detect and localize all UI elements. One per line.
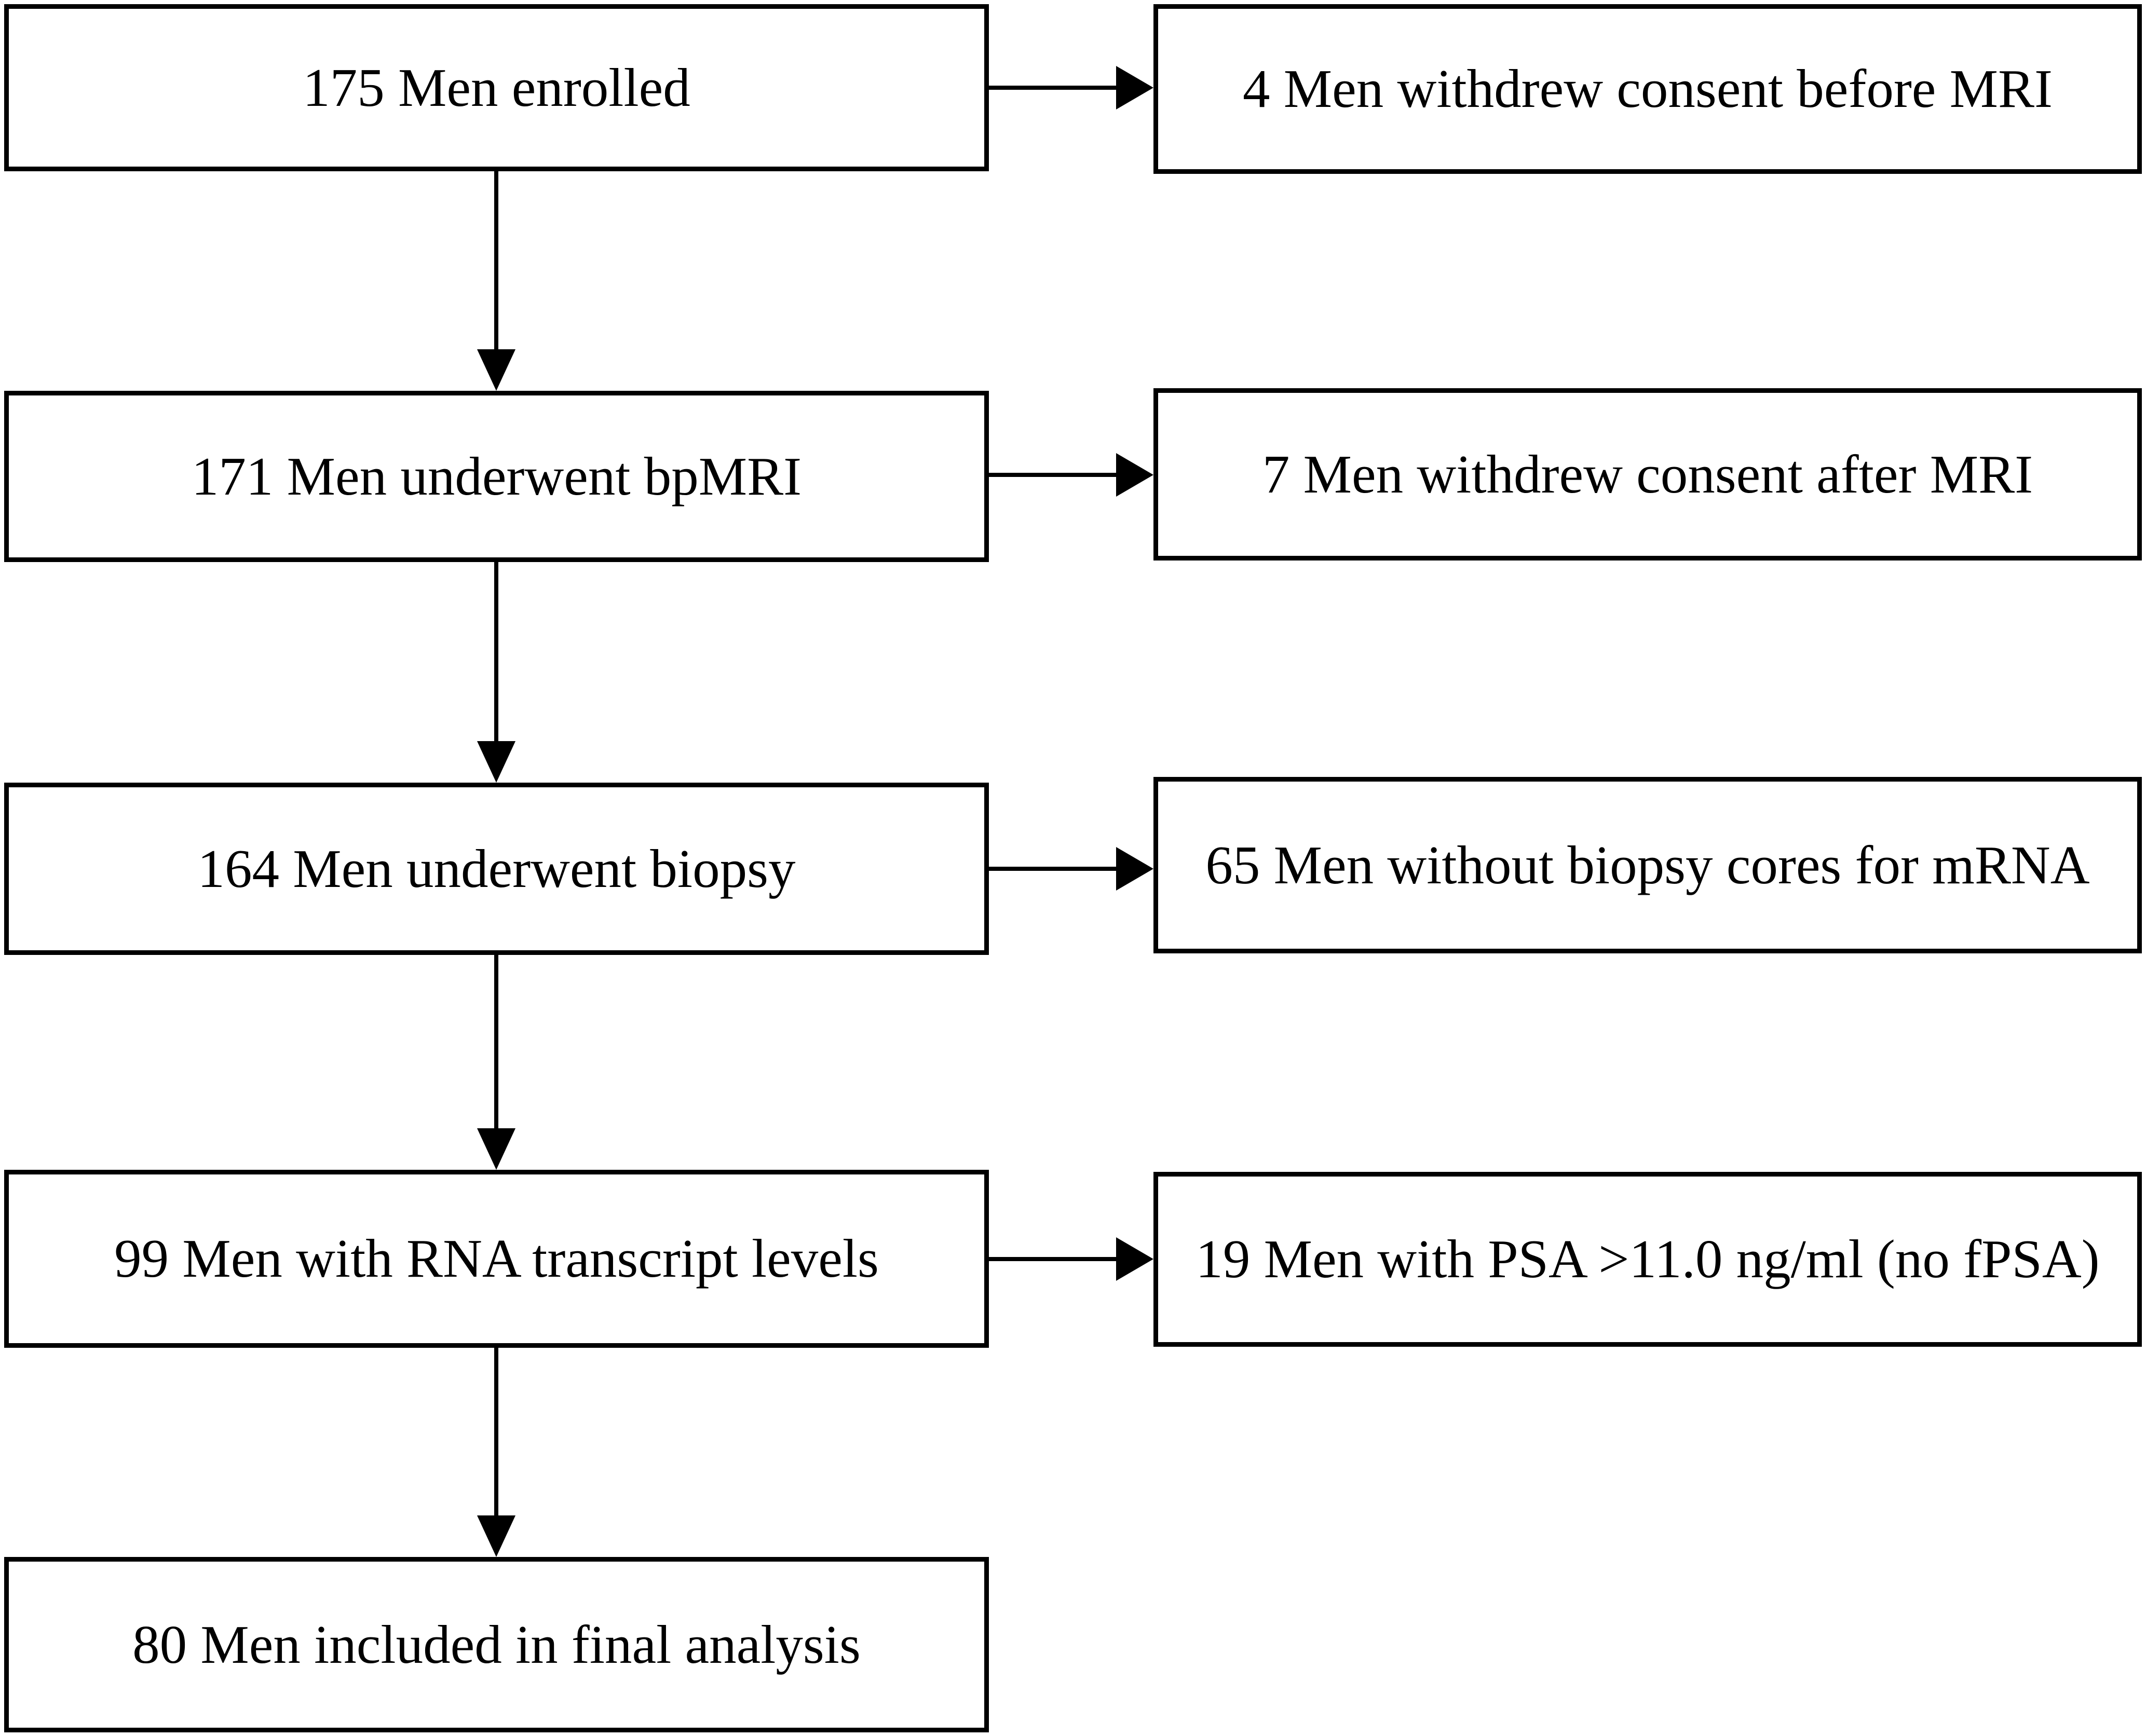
flow-box-enrolled: 175 Men enrolled <box>4 4 989 171</box>
arrow-down-head-icon <box>477 1128 515 1170</box>
exclusion-box-no-biopsy-cores: 65 Men without biopsy cores for mRNA <box>1153 777 2142 953</box>
arrow-right-biopsy-to-no-cores <box>989 845 1153 892</box>
arrow-down-head-icon <box>477 349 515 391</box>
exclusion-box-no-biopsy-cores-label: 65 Men without biopsy cores for mRNA <box>1205 834 2090 895</box>
exclusion-box-psa-no-fpsa-label: 19 Men with PSA >11.0 ng/ml (no fPSA) <box>1196 1228 2100 1290</box>
exclusion-box-psa-no-fpsa: 19 Men with PSA >11.0 ng/ml (no fPSA) <box>1153 1172 2142 1347</box>
arrow-shaft <box>494 562 498 745</box>
exclusion-box-withdrew-before-mri: 4 Men withdrew consent before MRI <box>1153 4 2142 174</box>
arrow-shaft <box>494 955 498 1132</box>
arrow-down-rna-to-final <box>476 1348 517 1557</box>
arrow-down-enrolled-to-bpmri <box>476 171 517 391</box>
arrow-right-rna-to-psa <box>989 1236 1153 1282</box>
exclusion-box-withdrew-after-mri-label: 7 Men withdrew consent after MRI <box>1262 443 2033 504</box>
exclusion-box-withdrew-before-mri-label: 4 Men withdrew consent before MRI <box>1242 58 2053 119</box>
arrow-right-head-icon <box>1116 847 1153 891</box>
exclusion-box-withdrew-after-mri: 7 Men withdrew consent after MRI <box>1153 388 2142 561</box>
arrow-down-biopsy-to-rna <box>476 955 517 1170</box>
arrow-right-head-icon <box>1116 66 1153 110</box>
arrow-right-head-icon <box>1116 453 1153 497</box>
flow-box-rna-transcript-label: 99 Men with RNA transcript levels <box>114 1228 879 1289</box>
flow-box-enrolled-label: 175 Men enrolled <box>303 57 690 118</box>
arrow-right-bpmri-to-withdrew-after <box>989 452 1153 498</box>
flow-box-final-analysis-label: 80 Men included in final analysis <box>132 1614 861 1675</box>
arrow-shaft <box>989 473 1121 477</box>
arrow-right-enrolled-to-withdrew-before <box>989 64 1153 111</box>
arrow-down-bpmri-to-biopsy <box>476 562 517 783</box>
arrow-down-head-icon <box>477 1515 515 1557</box>
arrow-shaft <box>494 1348 498 1520</box>
arrow-shaft <box>989 86 1121 90</box>
flow-box-final-analysis: 80 Men included in final analysis <box>4 1557 989 1732</box>
flow-box-rna-transcript: 99 Men with RNA transcript levels <box>4 1170 989 1348</box>
arrow-shaft <box>989 867 1121 871</box>
flow-box-underwent-bpmri: 171 Men underwent bpMRI <box>4 391 989 562</box>
arrow-shaft <box>989 1257 1121 1261</box>
flow-box-underwent-biopsy-label: 164 Men underwent biopsy <box>197 838 796 899</box>
flow-box-underwent-biopsy: 164 Men underwent biopsy <box>4 783 989 955</box>
arrow-right-head-icon <box>1116 1237 1153 1281</box>
flow-box-underwent-bpmri-label: 171 Men underwent bpMRI <box>191 445 802 507</box>
arrow-down-head-icon <box>477 741 515 783</box>
arrow-shaft <box>494 171 498 353</box>
